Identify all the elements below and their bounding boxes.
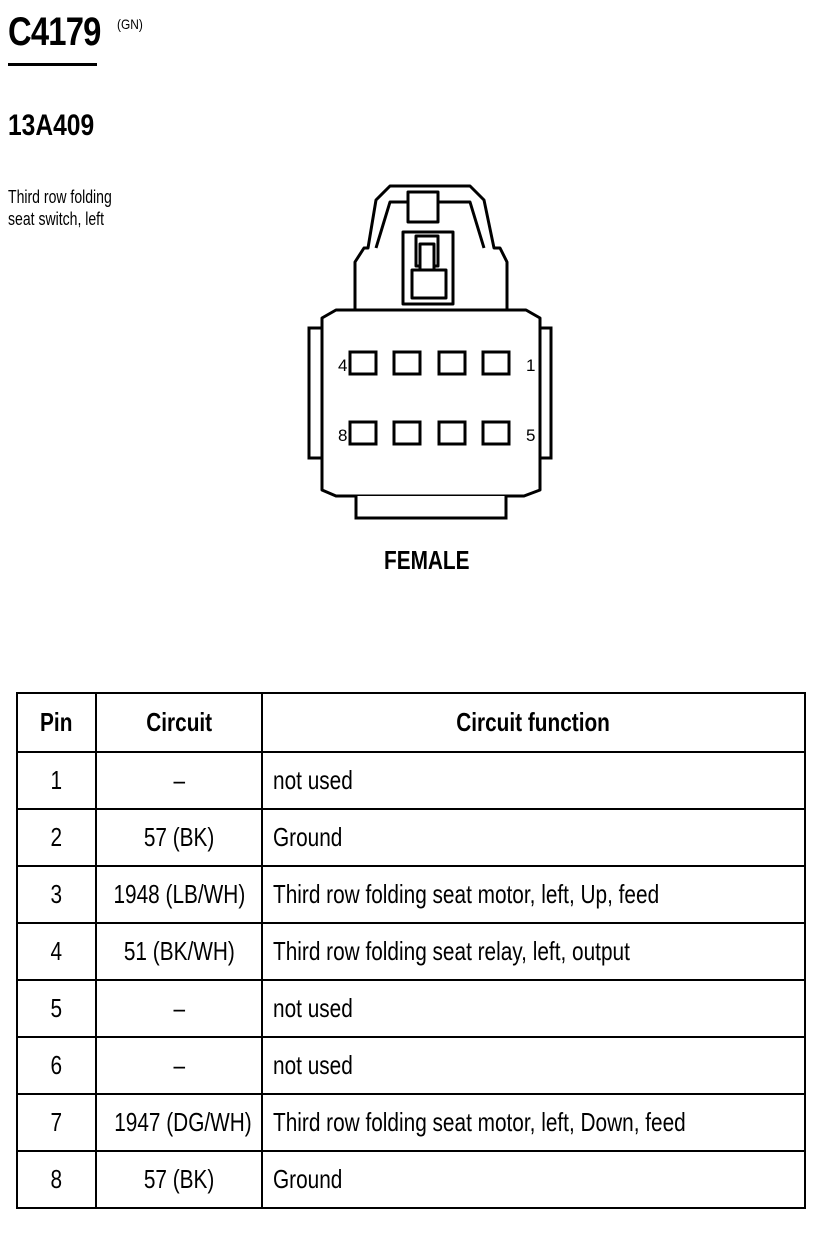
pin-cell: 3: [16, 865, 97, 924]
table-row: 1 – not used: [16, 751, 806, 810]
pin-label-4: 4: [338, 356, 347, 375]
circuit-function-cell: not used: [261, 1036, 806, 1095]
circuit-cell-text: 1947 (DG/WH): [114, 1107, 252, 1137]
circuit-cell: 1948 (LB/WH): [95, 865, 263, 924]
pin-cavity-1: [481, 350, 511, 376]
pin-cell: 5: [16, 979, 97, 1038]
pin-cavity-6: [437, 420, 467, 446]
circuit-function-cell: Ground: [261, 808, 806, 867]
header-pin: Pin: [16, 692, 97, 753]
pin-cell: 2: [16, 808, 97, 867]
connector-bottom-key: [354, 496, 508, 520]
circuit-function-cell: Ground: [261, 1150, 806, 1209]
pin-cavity-8: [348, 420, 378, 446]
pin-cell-text: 4: [50, 936, 63, 966]
pin-cell: 6: [16, 1036, 97, 1095]
pin-cell-text: 3: [50, 879, 63, 909]
pin-cell: 8: [16, 1150, 97, 1209]
pin-cell-text: 5: [50, 993, 63, 1023]
pin-label-5: 5: [526, 426, 535, 445]
circuit-cell-text: –: [173, 765, 185, 795]
pin-cell-text: 6: [50, 1050, 63, 1080]
pin-cavity-3: [392, 350, 422, 376]
circuit-function-cell: Third row folding seat motor, left, Up, …: [261, 865, 806, 924]
circuit-cell-text: 1948 (LB/WH): [113, 879, 246, 909]
circuit-function-cell-text: Ground: [273, 1164, 343, 1194]
circuit-cell: 57 (BK): [95, 808, 263, 867]
circuit-cell: –: [95, 751, 263, 810]
pin-cell-text: 2: [50, 822, 63, 852]
circuit-cell: 1947 (DG/WH): [95, 1093, 263, 1152]
table-row: 2 57 (BK) Ground: [16, 808, 806, 867]
pinout-table: Pin Circuit Circuit function 1 – not used 2…: [16, 692, 806, 1209]
circuit-function-cell-text: Third row folding seat relay, left, outp…: [273, 936, 630, 966]
pin-label-1: 1: [526, 356, 535, 375]
circuit-cell: 57 (BK): [95, 1150, 263, 1209]
pin-cavity-7: [392, 420, 422, 446]
connector-gender-label: FEMALE: [384, 545, 470, 575]
circuit-cell-text: 51 (BK/WH): [123, 936, 235, 966]
table-row: 4 51 (BK/WH) Third row folding seat relay,…: [16, 922, 806, 981]
pin-cavity-5: [481, 420, 511, 446]
header-circuit: Circuit: [95, 692, 263, 753]
circuit-function-cell: Third row folding seat motor, left, Down…: [261, 1093, 806, 1152]
circuit-cell-text: –: [173, 993, 185, 1023]
pin-cell-text: 1: [50, 765, 63, 795]
pin-cell: 7: [16, 1093, 97, 1152]
circuit-function-cell-text: Ground: [273, 822, 343, 852]
circuit-function-cell-text: Third row folding seat motor, left, Up, …: [273, 879, 660, 909]
pin-label-8: 8: [338, 426, 347, 445]
table-row: 5 – not used: [16, 979, 806, 1038]
pinout-table-body: 1 – not used 2 57 (BK) Ground 3 1948 (LB/WH) Thi…: [16, 751, 806, 1209]
pin-cell-text: 7: [50, 1107, 63, 1137]
circuit-function-cell-text: not used: [273, 1050, 353, 1080]
connector-id: C4179: [8, 10, 101, 54]
table-row: 7 1947 (DG/WH) Third row folding seat moto…: [16, 1093, 806, 1152]
circuit-cell: –: [95, 1036, 263, 1095]
circuit-cell-text: 57 (BK): [143, 1164, 215, 1194]
pin-cell: 1: [16, 751, 97, 810]
circuit-function-cell-text: not used: [273, 765, 353, 795]
component-description: Third row folding seat switch, left: [8, 186, 133, 230]
circuit-cell-text: 57 (BK): [143, 822, 215, 852]
circuit-function-cell: Third row folding seat relay, left, outp…: [261, 922, 806, 981]
pin-cell-text: 8: [50, 1164, 63, 1194]
table-row: 6 – not used: [16, 1036, 806, 1095]
circuit-function-cell: not used: [261, 751, 806, 810]
description-line-1: Third row folding: [8, 187, 112, 207]
connector-color-code: (GN): [117, 16, 143, 32]
header-circuit-function: Circuit function: [261, 692, 806, 753]
pin-cavity-4: [348, 350, 378, 376]
circuit-cell: –: [95, 979, 263, 1038]
circuit-cell-text: –: [173, 1050, 185, 1080]
connector-latch: [353, 184, 509, 310]
connector-face-diagram: 4 1 8 5: [307, 184, 553, 520]
circuit-function-cell-text: Third row folding seat motor, left, Down…: [273, 1107, 686, 1137]
description-line-2: seat switch, left: [8, 209, 104, 229]
circuit-function-cell-text: not used: [273, 993, 353, 1023]
pin-cell: 4: [16, 922, 97, 981]
title-underline: [8, 63, 97, 66]
connector-body: [320, 308, 542, 498]
part-number: 13A409: [8, 109, 95, 142]
circuit-cell: 51 (BK/WH): [95, 922, 263, 981]
table-row: 8 57 (BK) Ground: [16, 1150, 806, 1209]
table-header-row: Pin Circuit Circuit function: [16, 692, 806, 753]
table-row: 3 1948 (LB/WH) Third row folding seat moto…: [16, 865, 806, 924]
pin-cavity-2: [437, 350, 467, 376]
circuit-function-cell: not used: [261, 979, 806, 1038]
